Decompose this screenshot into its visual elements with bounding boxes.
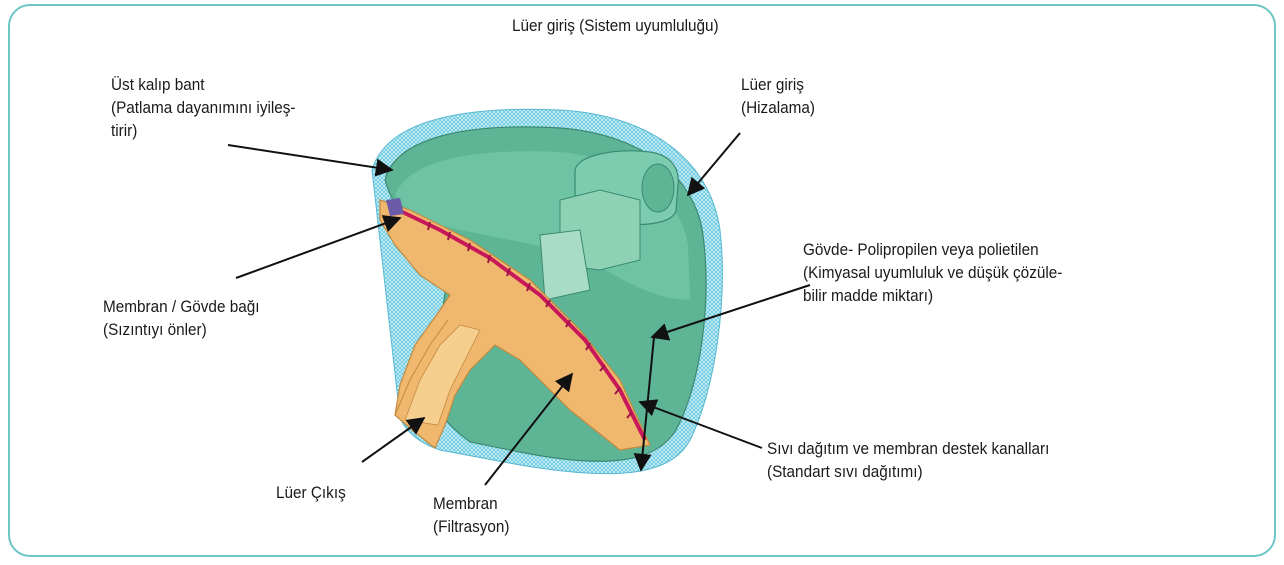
label-membrane: Membran (Filtrasyon) [433,492,510,538]
label-luer-inlet-alignment: Lüer giriş (Hizalama) [741,73,815,119]
diagram-title: Lüer giriş (Sistem uyumluluğu) [512,14,719,37]
label-top-mold-band: Üst kalıp bant (Patlama dayanımını iyile… [111,73,296,142]
label-housing-material: Gövde- Polipropilen veya polietilen (Kim… [803,238,1062,307]
label-luer-outlet: Lüer Çıkış [276,481,346,504]
arrow-top-band [228,145,392,170]
arrow-bond [236,218,400,278]
arrow-luer-inlet [688,133,740,195]
label-fluid-channels: Sıvı dağıtım ve membran destek kanalları… [767,437,1049,483]
arrow-luer-outlet [362,418,424,462]
label-membrane-housing-bond: Membran / Gövde bağı (Sızıntıyı önler) [103,295,259,341]
